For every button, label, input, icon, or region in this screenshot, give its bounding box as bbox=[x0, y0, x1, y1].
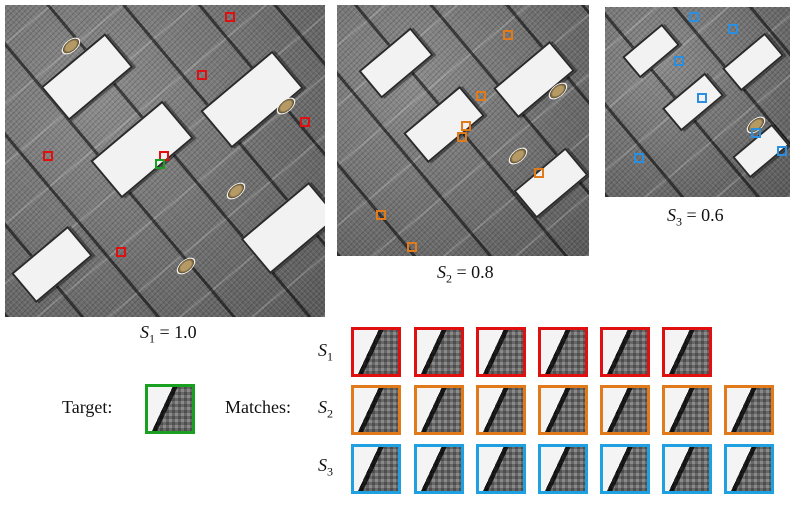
match-patch-s1 bbox=[662, 327, 712, 377]
match-patch-s3 bbox=[538, 444, 588, 494]
match-box-s3 bbox=[777, 146, 787, 156]
scale-caption-1: S1 = 1.0 bbox=[140, 322, 197, 346]
match-patch-s1 bbox=[351, 327, 401, 377]
mailbox-door bbox=[358, 27, 434, 99]
lock-icon bbox=[223, 179, 249, 203]
match-patch-s2 bbox=[600, 385, 650, 435]
row-label-s2: S2 bbox=[318, 397, 333, 421]
match-patch-s3 bbox=[600, 444, 650, 494]
match-patch-s1 bbox=[600, 327, 650, 377]
match-box-s1 bbox=[197, 70, 207, 80]
match-patch-s3 bbox=[476, 444, 526, 494]
mailbox-door bbox=[40, 33, 134, 121]
mailbox-door bbox=[493, 40, 575, 119]
lock-icon bbox=[505, 144, 531, 168]
match-box-s2 bbox=[461, 121, 471, 131]
match-patch-s3 bbox=[351, 444, 401, 494]
match-patch-s2 bbox=[662, 385, 712, 435]
match-box-s3 bbox=[689, 12, 699, 22]
match-box-s3 bbox=[728, 24, 738, 34]
mailbox-door bbox=[90, 100, 194, 199]
match-patch-s1 bbox=[414, 327, 464, 377]
scale-caption-2: S2 = 0.8 bbox=[437, 262, 494, 286]
match-box-s3 bbox=[751, 128, 761, 138]
match-box-s2 bbox=[503, 30, 513, 40]
target-label: Target: bbox=[62, 397, 113, 417]
match-box-s1 bbox=[225, 12, 235, 22]
match-patch-s3 bbox=[662, 444, 712, 494]
target-box bbox=[155, 159, 165, 169]
match-box-s3 bbox=[697, 93, 707, 103]
match-box-s2 bbox=[376, 210, 386, 220]
scale-image-1 bbox=[5, 5, 325, 317]
row-label-s1: S1 bbox=[318, 340, 333, 364]
match-patch-s2 bbox=[538, 385, 588, 435]
target-patch bbox=[145, 384, 195, 434]
matches-label: Matches: bbox=[225, 397, 291, 417]
match-box-s2 bbox=[407, 242, 417, 252]
mailbox-door bbox=[622, 23, 680, 79]
match-box-s3 bbox=[674, 56, 684, 66]
match-box-s3 bbox=[634, 153, 644, 163]
match-patch-s1 bbox=[538, 327, 588, 377]
match-patch-s2 bbox=[351, 385, 401, 435]
match-patch-s2 bbox=[476, 385, 526, 435]
scale-image-3 bbox=[605, 7, 790, 197]
match-box-s1 bbox=[43, 151, 53, 161]
match-patch-s3 bbox=[724, 444, 774, 494]
mailbox-door bbox=[661, 72, 725, 132]
match-patch-s2 bbox=[414, 385, 464, 435]
mailbox-door bbox=[240, 181, 325, 275]
match-box-s2 bbox=[534, 168, 544, 178]
match-box-s2 bbox=[457, 132, 467, 142]
row-label-s3: S3 bbox=[318, 455, 333, 479]
match-patch-s2 bbox=[724, 385, 774, 435]
lock-icon bbox=[173, 254, 199, 278]
match-box-s1 bbox=[300, 117, 310, 127]
mailbox-door bbox=[11, 225, 93, 304]
mailbox-door bbox=[403, 85, 485, 164]
match-patch-s3 bbox=[414, 444, 464, 494]
scale-caption-3: S3 = 0.6 bbox=[667, 205, 724, 229]
match-box-s1 bbox=[116, 247, 126, 257]
match-patch-s1 bbox=[476, 327, 526, 377]
match-box-s2 bbox=[476, 91, 486, 101]
mailbox-door bbox=[721, 32, 785, 92]
mailbox-door bbox=[513, 147, 589, 219]
